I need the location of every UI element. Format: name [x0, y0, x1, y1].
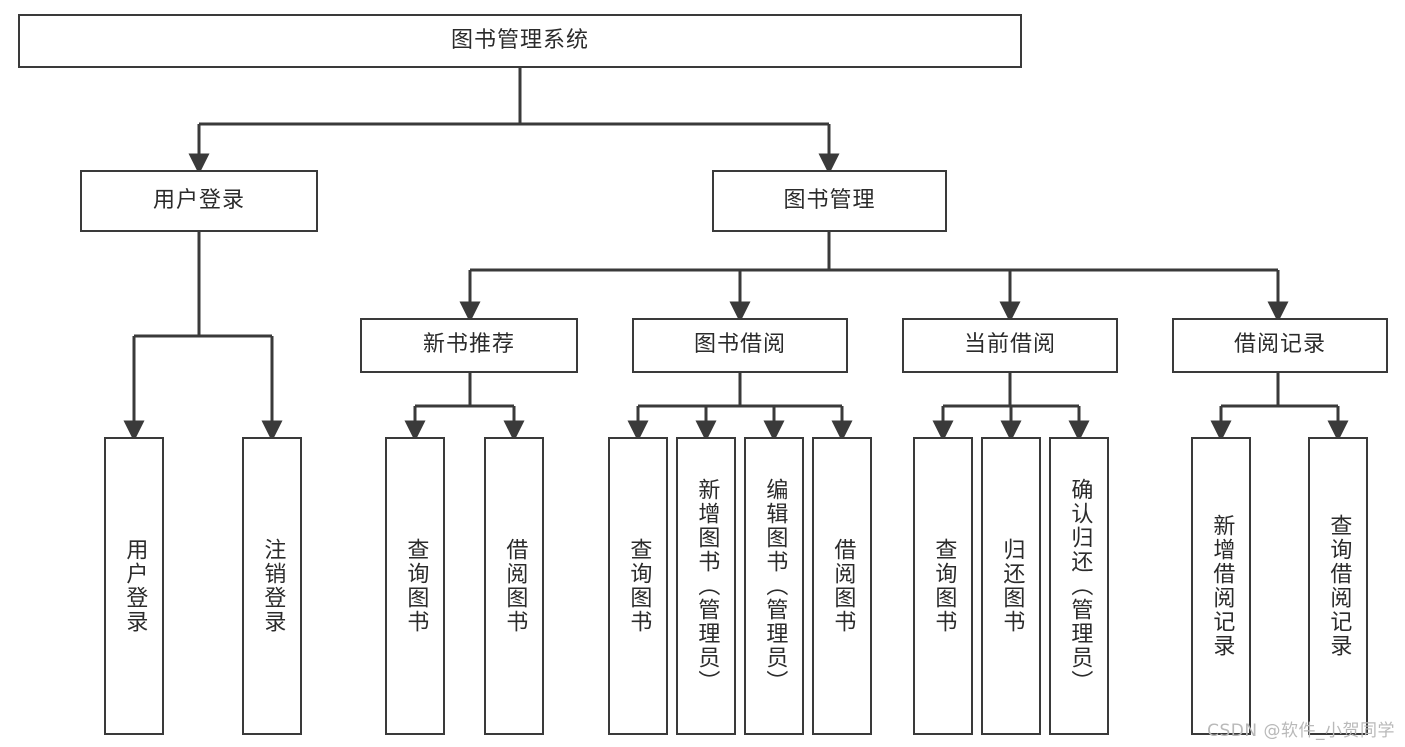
node-borrow-records[interactable]: 借阅记录	[1172, 318, 1388, 373]
node-leaf-borrow-book[interactable]: 借阅图书	[812, 437, 872, 735]
node-leaf-borrow-book-new[interactable]: 借阅图书	[484, 437, 544, 735]
node-leaf-query-book-current[interactable]: 查询图书	[913, 437, 973, 735]
node-leaf-confirm-return-admin[interactable]: 确认归还（管理员）	[1049, 437, 1109, 735]
node-new-book-recommend[interactable]: 新书推荐	[360, 318, 578, 373]
node-book-borrow[interactable]: 图书借阅	[632, 318, 848, 373]
node-leaf-user-login[interactable]: 用户登录	[104, 437, 164, 735]
node-leaf-logout[interactable]: 注销登录	[242, 437, 302, 735]
node-leaf-add-book-admin[interactable]: 新增图书（管理员）	[676, 437, 736, 735]
node-root-system[interactable]: 图书管理系统	[18, 14, 1022, 68]
node-current-borrow[interactable]: 当前借阅	[902, 318, 1118, 373]
node-leaf-query-book-new[interactable]: 查询图书	[385, 437, 445, 735]
node-book-management[interactable]: 图书管理	[712, 170, 947, 232]
node-leaf-return-book[interactable]: 归还图书	[981, 437, 1041, 735]
node-leaf-query-borrow-record[interactable]: 查询借阅记录	[1308, 437, 1368, 735]
node-user-login[interactable]: 用户登录	[80, 170, 318, 232]
node-leaf-add-borrow-record[interactable]: 新增借阅记录	[1191, 437, 1251, 735]
node-leaf-query-book[interactable]: 查询图书	[608, 437, 668, 735]
watermark-text: CSDN @软件_小贺同学	[1207, 721, 1395, 741]
node-leaf-edit-book-admin[interactable]: 编辑图书（管理员）	[744, 437, 804, 735]
